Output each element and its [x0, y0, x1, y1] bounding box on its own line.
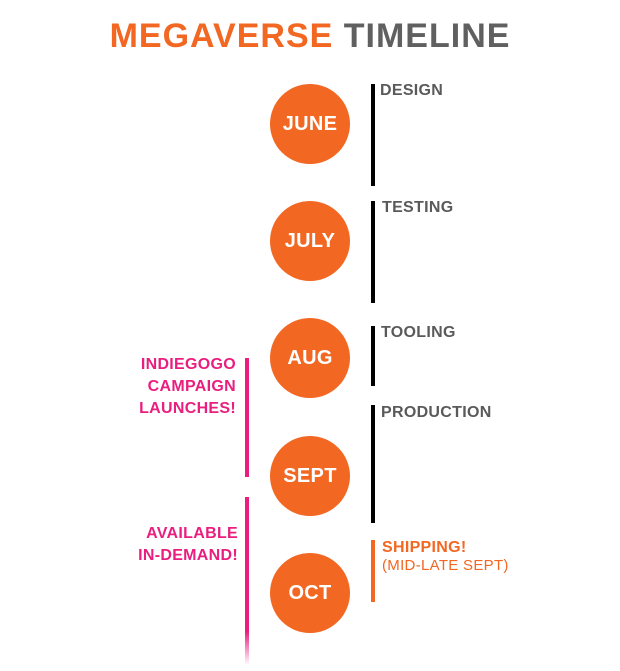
- phase-label-testing: TESTING: [382, 199, 454, 216]
- phase-shipping-title: SHIPPING!: [382, 539, 467, 556]
- phase-label-design: DESIGN: [380, 82, 444, 99]
- phase-shipping-subtitle: (MID-LATE SEPT): [382, 557, 509, 574]
- note-available: AVAILABLE IN-DEMAND!: [138, 523, 238, 567]
- note-bar-campaign: [245, 358, 249, 477]
- phase-bar-tooling: [371, 326, 375, 386]
- phase-bar-testing: [371, 201, 375, 303]
- note-line: CAMPAIGN: [147, 378, 236, 395]
- note-campaign-launch: INDIEGOGO CAMPAIGN LAUNCHES!: [139, 354, 236, 420]
- month-label: JULY: [284, 229, 336, 252]
- month-circle-sept: SEPT: [270, 436, 350, 516]
- month-circle-oct: OCT: [270, 553, 350, 633]
- phase-bar-design: [371, 84, 375, 186]
- month-label: OCT: [288, 581, 332, 604]
- note-line: AVAILABLE: [146, 525, 238, 542]
- month-label: JUNE: [282, 112, 338, 135]
- note-line: LAUNCHES!: [139, 400, 236, 417]
- title-word: TIMELINE: [343, 17, 511, 55]
- month-circle-july: JULY: [270, 201, 350, 281]
- phase-label-tooling: TOOLING: [381, 324, 456, 341]
- month-label: SEPT: [283, 464, 337, 487]
- month-circle-june: JUNE: [270, 84, 350, 164]
- phase-bar-shipping: [371, 540, 375, 602]
- page-title: MEGAVERSE TIMELINE: [0, 16, 620, 56]
- note-line: INDIEGOGO: [140, 356, 236, 373]
- phase-label-production: PRODUCTION: [381, 404, 492, 421]
- note-line: IN-DEMAND!: [138, 547, 238, 564]
- phase-label-shipping: SHIPPING! (MID-LATE SEPT): [382, 539, 509, 575]
- note-bar-available: [245, 497, 249, 665]
- phase-bar-production: [371, 405, 375, 523]
- title-brand: MEGAVERSE: [109, 17, 334, 55]
- month-label: AUG: [287, 346, 333, 369]
- month-circle-aug: AUG: [270, 318, 350, 398]
